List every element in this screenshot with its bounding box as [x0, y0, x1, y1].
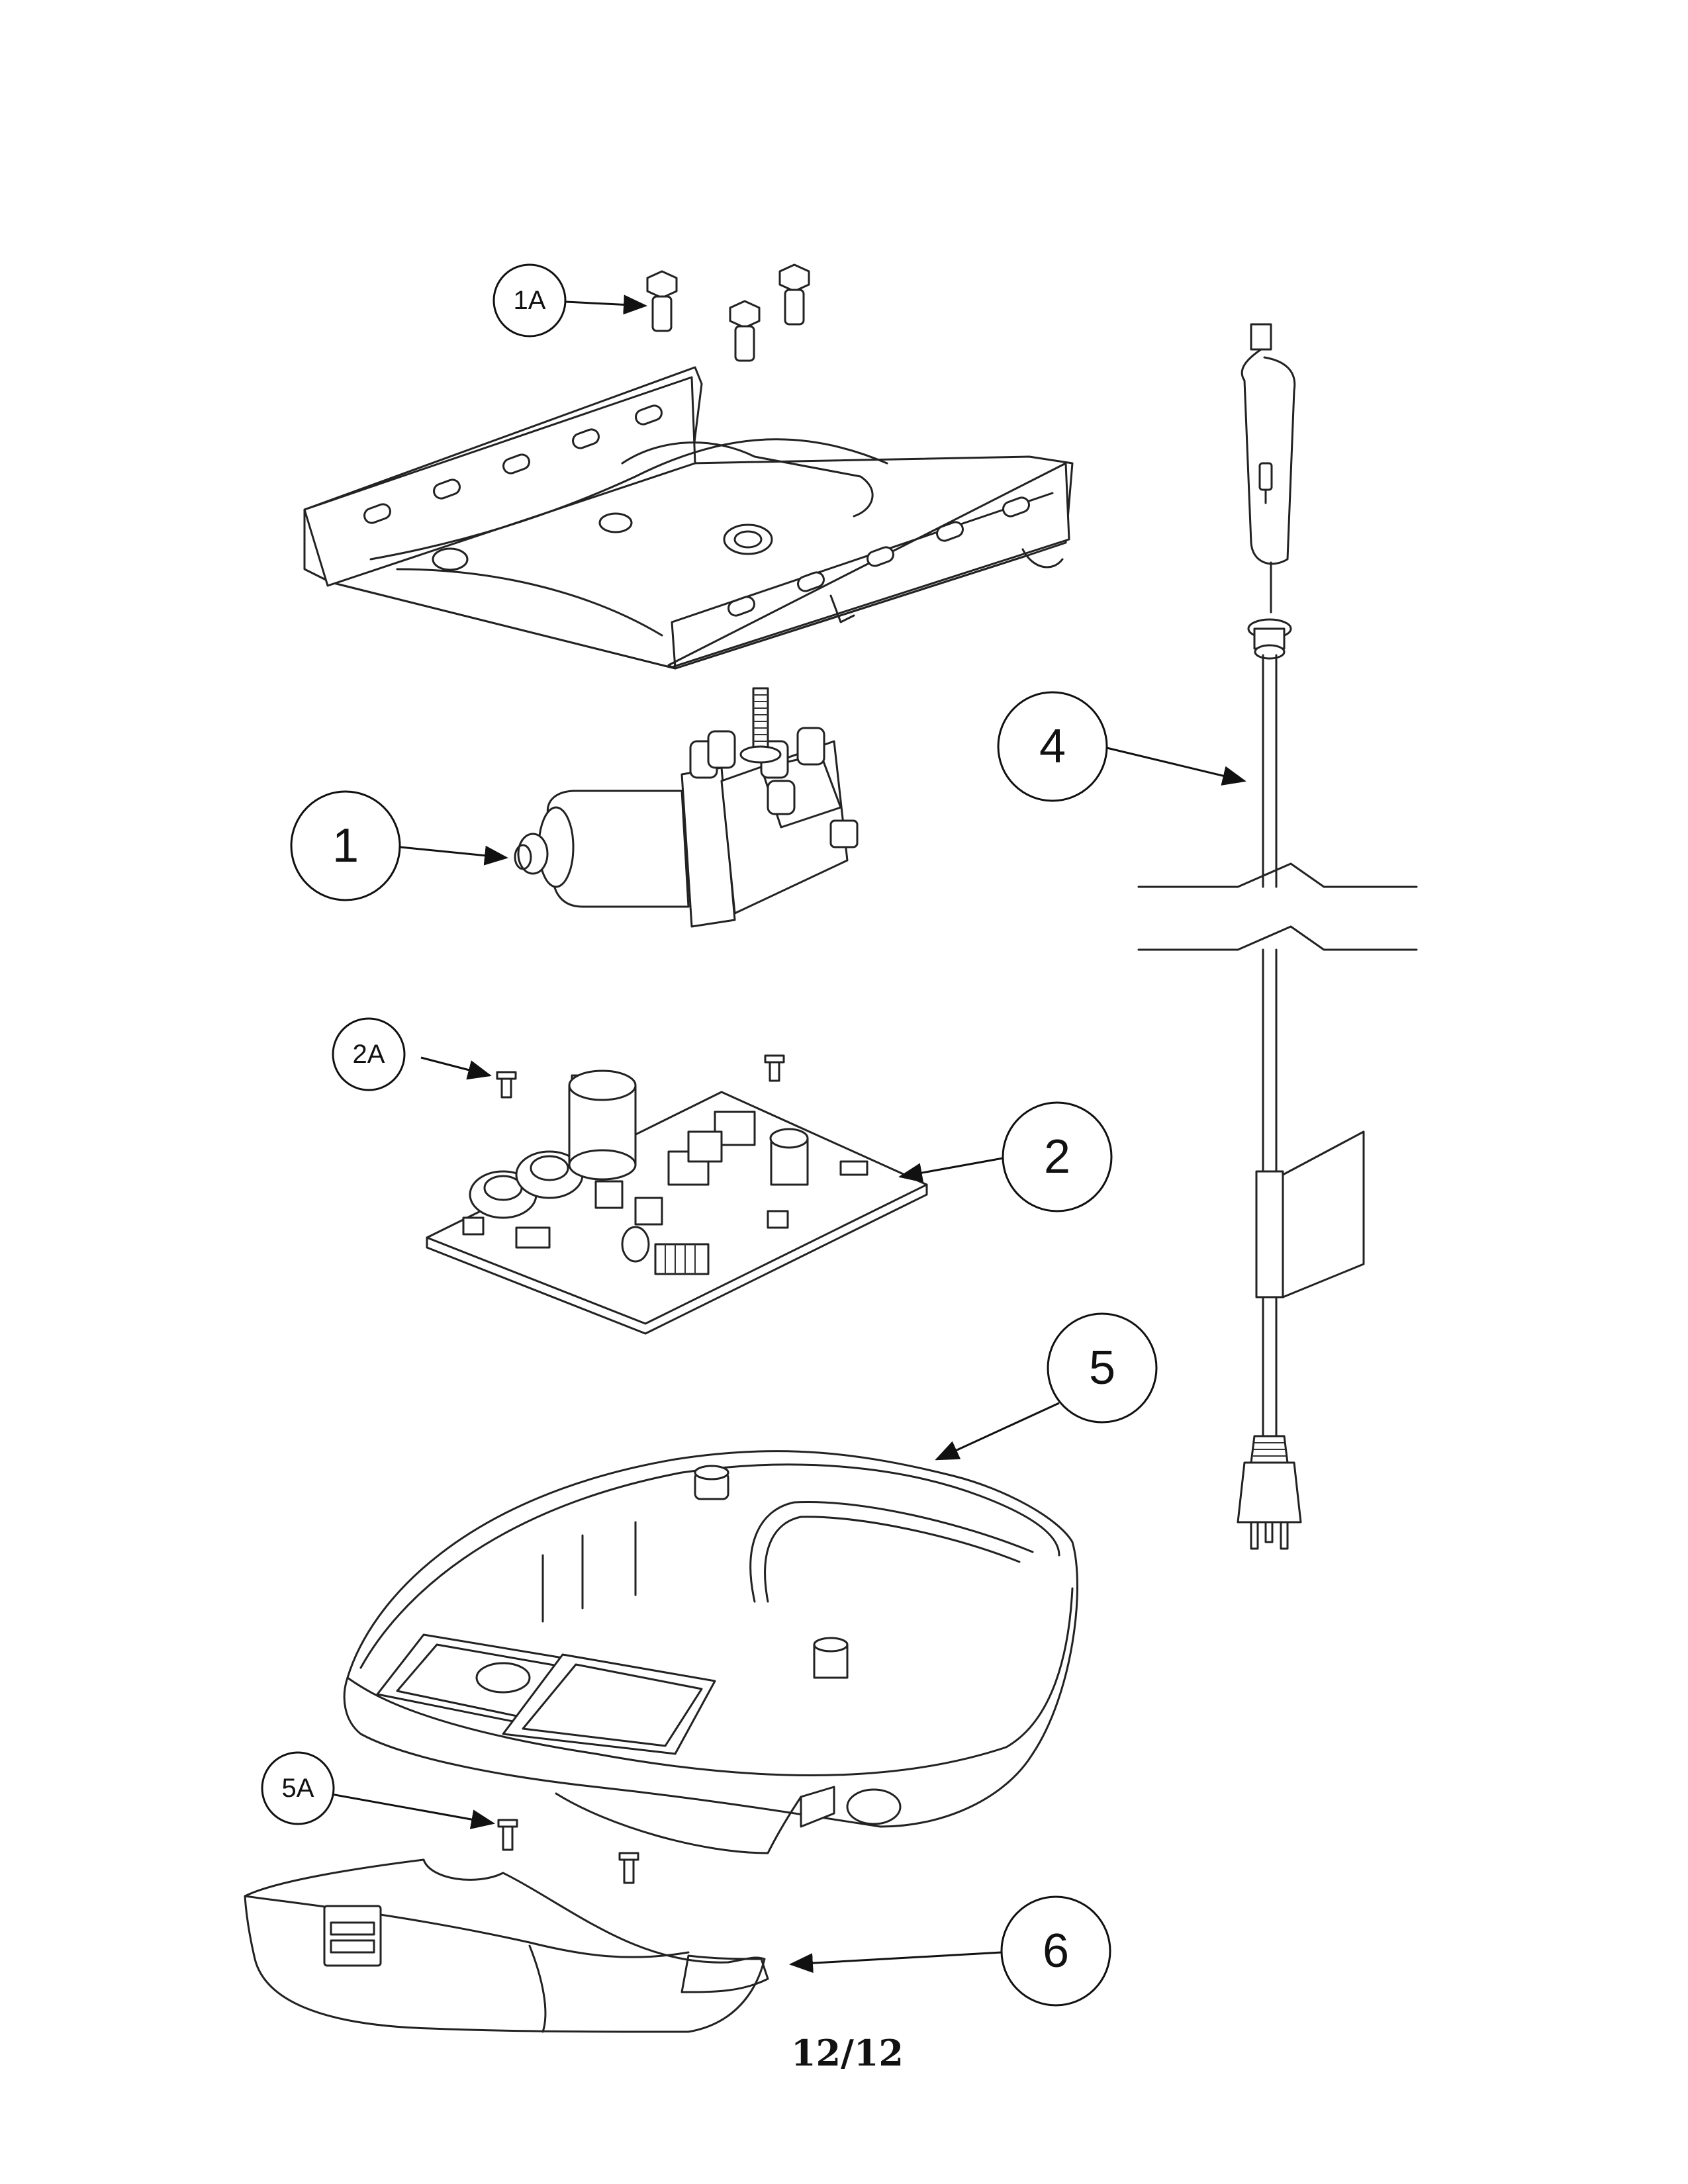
- part-1-motor: [514, 687, 859, 928]
- callout-6-label: 6: [1043, 1925, 1069, 1978]
- callout-5a: 5A: [261, 1751, 335, 1825]
- callout-1a: 1A: [492, 263, 567, 338]
- callout-5a-circle: [261, 1751, 335, 1825]
- callout-1: 1: [290, 790, 401, 901]
- callout-4: 4: [997, 691, 1108, 802]
- callout-1a-label: 1A: [514, 286, 546, 315]
- part-5a-screws: [497, 1819, 639, 1884]
- callout-5-label: 5: [1089, 1342, 1115, 1394]
- callout-5-circle: [1047, 1312, 1158, 1424]
- callout-1a-circle: [492, 263, 567, 338]
- callout-6-circle: [1000, 1895, 1111, 2007]
- callout-5a-label: 5A: [282, 1774, 314, 1803]
- callout-6: 6: [1000, 1895, 1111, 2007]
- callout-1-circle: [290, 790, 401, 901]
- part-2-circuit-board: [426, 1069, 928, 1335]
- callout-2a-circle: [332, 1017, 406, 1091]
- callout-2a-label: 2A: [353, 1040, 385, 1069]
- callout-2-label: 2: [1044, 1130, 1070, 1183]
- page-number: 12/12: [790, 2032, 904, 2074]
- part-6-lens-cover: [244, 1858, 769, 2033]
- callout-leaders: [327, 295, 1246, 1974]
- callout-1-label: 1: [332, 819, 359, 872]
- callout-2a: 2A: [332, 1017, 406, 1091]
- part-5-housing: [343, 1450, 1078, 1854]
- callout-2: 2: [1002, 1101, 1113, 1212]
- chassis-mounting-plate: [303, 366, 1074, 670]
- part-4-power-cord: [1137, 323, 1418, 1550]
- part-1a-bolts: [646, 263, 810, 362]
- callout-4-circle: [997, 691, 1108, 802]
- callout-4-label: 4: [1039, 720, 1066, 773]
- callout-2-circle: [1002, 1101, 1113, 1212]
- callout-5: 5: [1047, 1312, 1158, 1424]
- part-2a-screws: [496, 1054, 785, 1102]
